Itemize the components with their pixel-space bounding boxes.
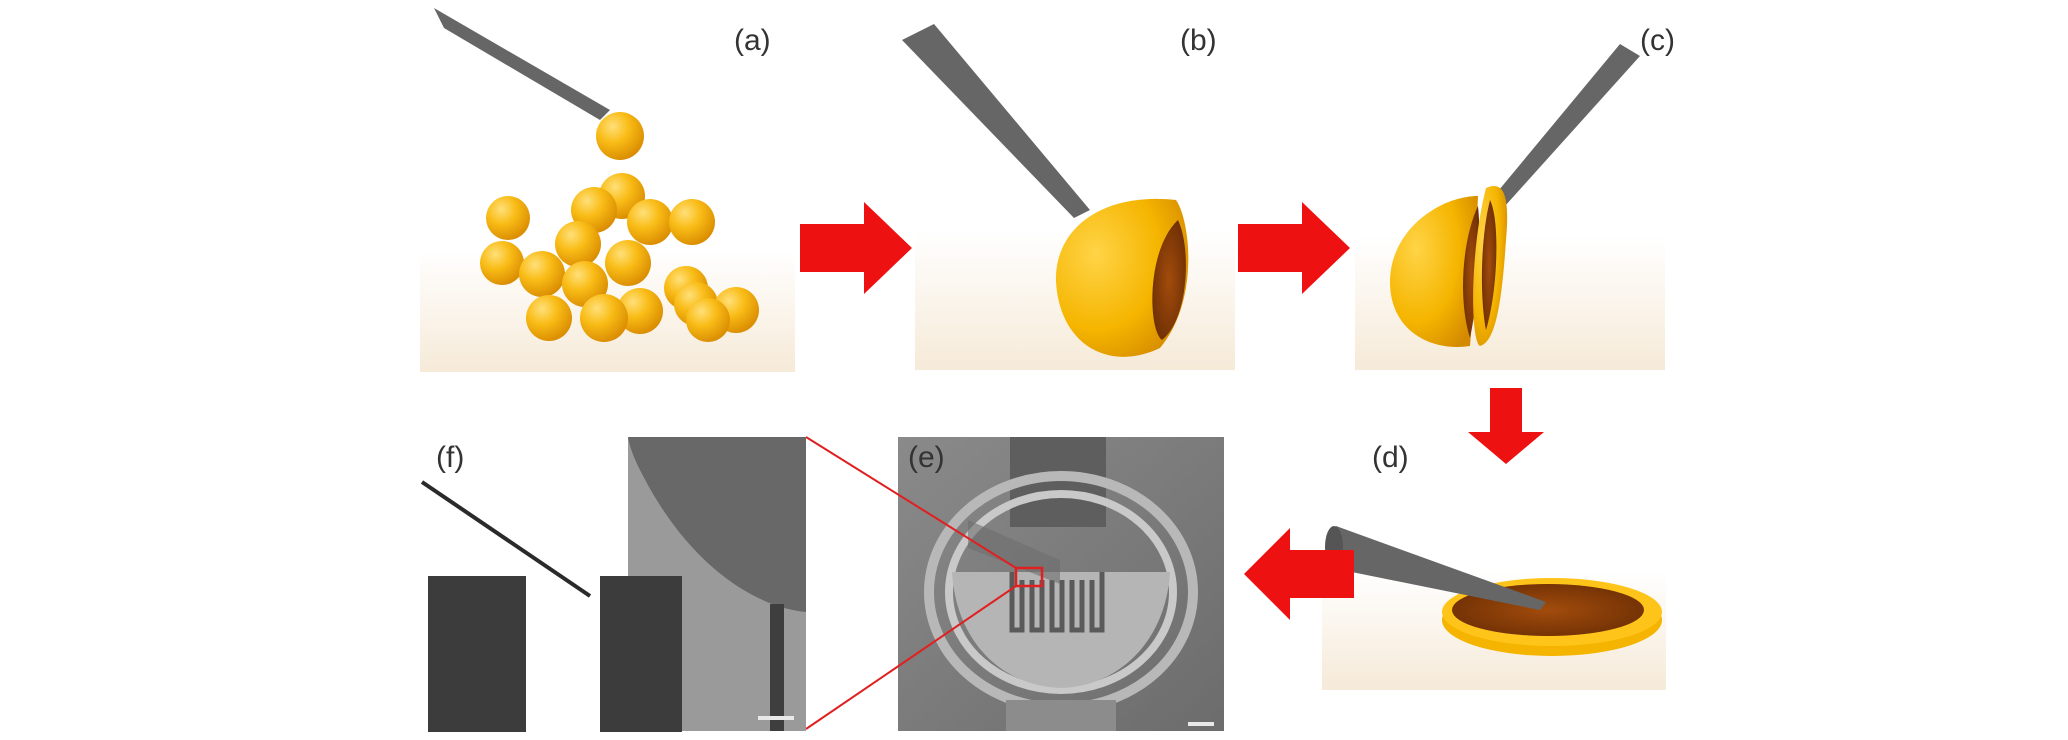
probe-tip-icon [1494,44,1640,206]
panel-a: (a) [420,8,795,372]
particle [580,294,628,342]
arrow-left-icon [1244,528,1354,620]
panel-c: (c) [1355,24,1675,370]
panel-label-a: (a) [734,24,771,57]
panel-label-d: (d) [1372,441,1409,474]
sem-comb-fingers [1009,572,1105,633]
nanowire-probe-icon [420,480,592,598]
panel-f-sem-zoom: (f) [420,437,806,732]
panel-b: (b) [902,24,1235,370]
zoom-line-top [805,436,1017,569]
particle [686,298,730,342]
probe-tip-icon [434,8,610,120]
arrow-right-icon [1238,202,1350,294]
panel-label-e: (e) [908,441,945,474]
particle [555,221,601,267]
panel-d: (d) [1322,441,1666,690]
particle [526,295,572,341]
electrode-pad-right [600,576,682,732]
particle [486,196,530,240]
particle [627,199,673,245]
sem-zoom-box [1014,566,1044,588]
panel-label-f: (f) [436,441,464,474]
particle [617,288,663,334]
probe-tip-icon [1332,526,1546,610]
sem-electrode-tip [770,604,784,731]
probe-tip-icon [902,24,1090,218]
panel-label-c: (c) [1640,24,1675,57]
sem-inner-ring [945,490,1177,694]
electrode-pad-left [428,576,526,732]
sem-lower-lead [1006,700,1116,731]
particle [596,112,644,160]
lamella-cut-face [1481,200,1497,330]
arrow-down-icon [1468,388,1544,464]
sem-scale-bar [758,716,794,720]
panel-label-b: (b) [1180,24,1217,57]
particle-cluster [480,112,759,342]
hemisphere-cut-face [1152,220,1186,340]
particle [480,241,524,285]
hemisphere-half [1390,196,1478,347]
sem-scale-bar [1188,722,1214,726]
zoom-line-bottom [805,585,1017,730]
particle [605,240,651,286]
panel-e-sem-image: (e) [898,437,1224,731]
arrow-right-icon [800,202,912,294]
particle [519,251,565,297]
particle [669,199,715,245]
sem-lamella-edge [628,437,806,612]
